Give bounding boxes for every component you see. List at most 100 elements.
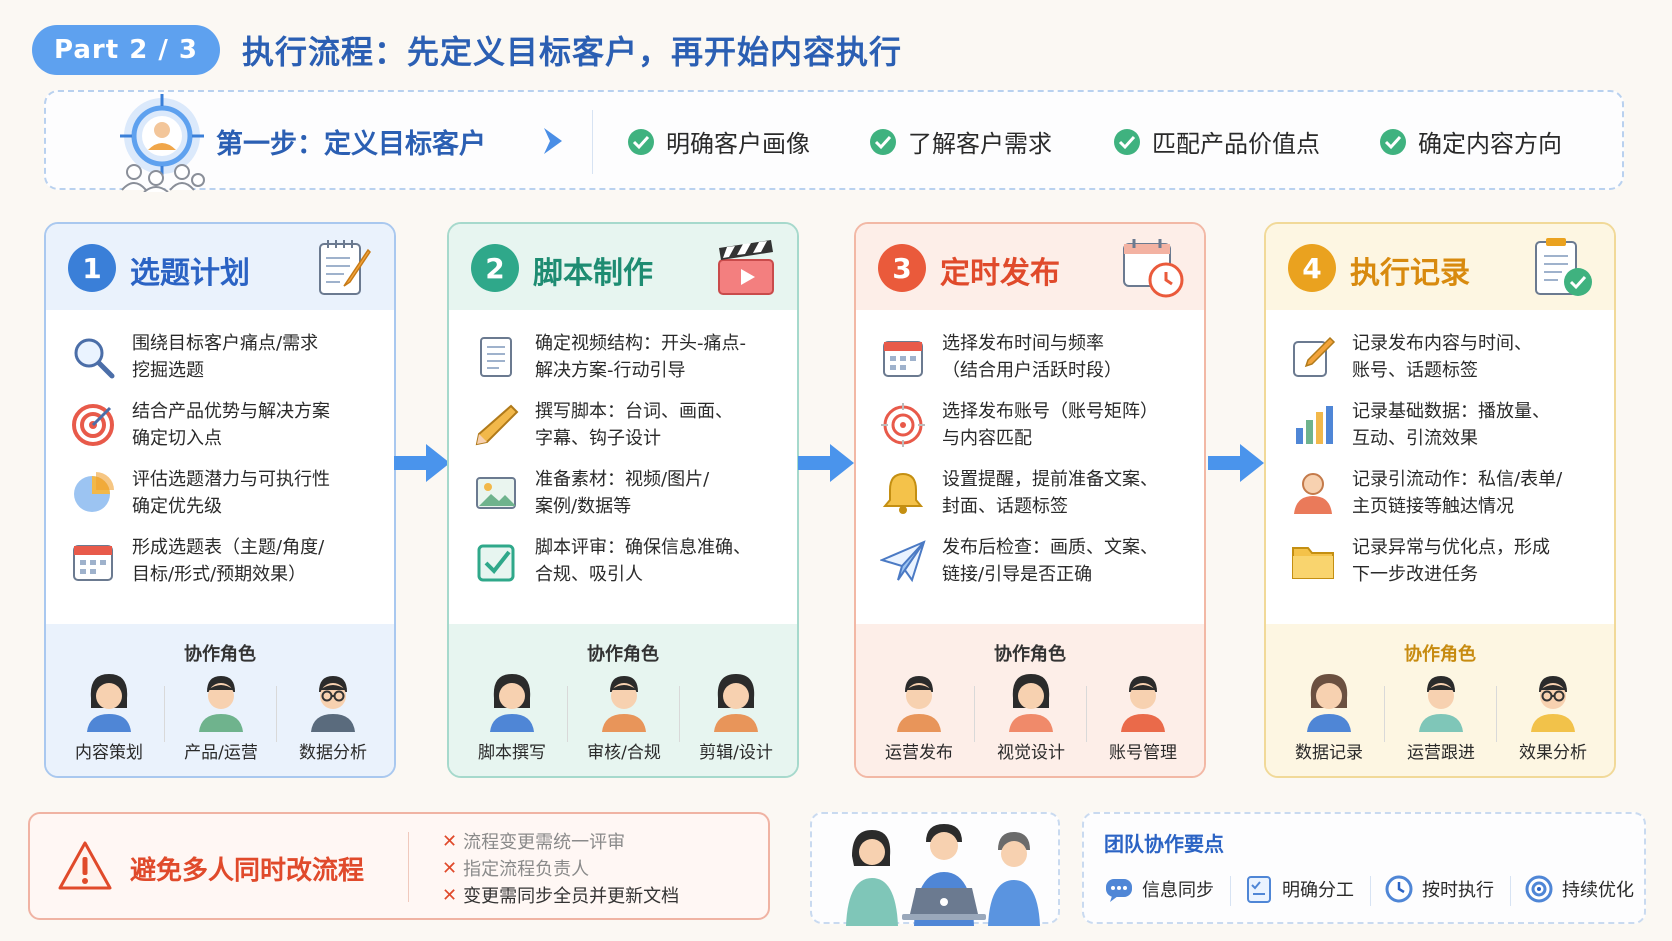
column-header: 4 执行记录	[1266, 224, 1614, 310]
column-execution-record: 4 执行记录 记录发布内容与时间、账号、话题标签 记录基础数据：播放量、互动、引…	[1264, 222, 1616, 778]
tip-label: 持续优化	[1562, 880, 1634, 901]
roles-title: 协作角色	[994, 644, 1066, 665]
image-icon	[476, 477, 516, 509]
calendar-icon	[883, 341, 923, 377]
target-icon	[881, 403, 925, 447]
role: 内容策划	[54, 668, 164, 776]
column-title: 执行记录	[1350, 256, 1470, 291]
check-circle-icon	[1380, 128, 1406, 155]
team-tips-panel: 团队协作要点 信息同步 明确分工 按时执行 持续优化	[1082, 812, 1646, 924]
task-line: 互动、引流效果	[1352, 428, 1478, 449]
column-header: 2 脚本制作	[449, 224, 797, 310]
task-line: 撰写脚本：台词、画面、	[535, 401, 733, 422]
task-item: 形成选题表（主题/角度/目标/形式/预期效果）	[70, 534, 390, 596]
task-line: 选择发布账号（账号矩阵）	[942, 401, 1158, 422]
task-item: 记录异常与优化点，形成下一步改进任务	[1290, 534, 1610, 596]
check-item: 匹配产品价值点	[1112, 124, 1320, 159]
task-list: 确定视频结构：开头-痛点-解决方案-行动引导 撰写脚本：台词、画面、字幕、钩子设…	[449, 310, 797, 624]
check-item: 明确客户画像	[626, 124, 810, 159]
roles-title: 协作角色	[184, 644, 256, 665]
role: 数据记录	[1274, 668, 1384, 776]
task-item: 设置提醒，提前准备文案、封面、话题标签	[880, 466, 1200, 528]
arrow-right-icon	[1208, 444, 1264, 482]
woman-avatar-icon	[714, 674, 758, 732]
man-avatar-icon	[199, 676, 243, 732]
step1-title: 第一步：定义目标客户	[216, 129, 486, 160]
task-line: 记录基础数据：播放量、	[1352, 401, 1550, 422]
task-line: 结合产品优势与解决方案	[132, 401, 330, 422]
tips-title: 团队协作要点	[1104, 832, 1224, 856]
task-line: 形成选题表（主题/角度/	[132, 537, 325, 558]
divider	[276, 686, 277, 742]
role: 账号管理	[1088, 668, 1198, 776]
check-item: 了解客户需求	[868, 124, 1052, 159]
tip-label: 按时执行	[1422, 880, 1494, 901]
checkbox-icon	[477, 544, 515, 582]
tip-label: 信息同步	[1142, 880, 1214, 901]
task-line: 确定切入点	[132, 428, 222, 449]
task-line: 确定视频结构：开头-痛点-	[535, 333, 746, 354]
role-label: 产品/运营	[184, 743, 258, 763]
task-line: 主页链接等触达情况	[1352, 496, 1514, 517]
task-line: 设置提醒，提前准备文案、	[942, 469, 1158, 490]
warning-item: ✕流程变更需统一评审	[442, 828, 625, 854]
task-line: 准备素材：视频/图片/	[535, 469, 710, 490]
step-number: 4	[1288, 244, 1336, 292]
role: 数据分析	[278, 668, 388, 776]
column-header: 3 定时发布	[856, 224, 1204, 310]
clapperboard-icon	[718, 240, 774, 295]
task-line: 选择发布时间与频率	[942, 333, 1104, 354]
task-line: 围绕目标客户痛点/需求	[132, 333, 319, 354]
bar-chart-icon	[1296, 406, 1333, 444]
man-avatar-icon	[897, 676, 941, 732]
calendar-clock-icon	[1123, 239, 1184, 298]
divider	[164, 686, 165, 742]
header: Part 2 / 3 执行流程：先定义目标客户，再开始内容执行	[32, 24, 902, 76]
pencil-icon	[475, 404, 519, 446]
magnifier-icon	[74, 338, 115, 379]
roles-panel: 协作角色 运营发布 视觉设计 账号管理	[856, 624, 1204, 776]
edit-icon	[1293, 336, 1336, 377]
task-line: 与内容匹配	[942, 428, 1032, 449]
role-label: 运营跟进	[1407, 743, 1475, 763]
cross-icon: ✕	[442, 884, 458, 906]
divider	[1086, 686, 1087, 742]
team-illustration-box	[810, 812, 1060, 926]
task-line: 字幕、钩子设计	[535, 428, 661, 449]
tip-label: 明确分工	[1282, 880, 1354, 901]
tip-item: 明确分工	[1244, 874, 1354, 904]
divider	[679, 686, 680, 742]
task-line: 确定优先级	[132, 496, 222, 517]
man-avatar-icon	[1419, 676, 1463, 732]
arrow-right-icon	[798, 444, 854, 482]
column-title: 脚本制作	[533, 256, 653, 291]
task-line: （结合用户活跃时段）	[942, 360, 1122, 381]
divider	[1510, 876, 1511, 906]
target-icon	[72, 404, 114, 446]
task-item: 发布后检查：画质、文案、链接/引导是否正确	[880, 534, 1200, 596]
roles-panel: 协作角色 数据记录 运营跟进 效果分析	[1266, 624, 1614, 776]
arrow-right-icon	[394, 444, 450, 482]
role-label: 视觉设计	[997, 743, 1065, 763]
divider	[567, 686, 568, 742]
task-line: 记录异常与优化点，形成	[1352, 537, 1550, 558]
page-title: 执行流程：先定义目标客户，再开始内容执行	[242, 33, 903, 71]
roles-panel: 协作角色 脚本撰写 审核/合规 剪辑/设计	[449, 624, 797, 776]
woman-avatar-icon	[87, 674, 131, 732]
clock-icon	[1385, 875, 1413, 903]
role-label: 数据分析	[299, 743, 367, 763]
task-line: 记录引流动作：私信/表单/	[1352, 469, 1563, 490]
task-line: 脚本评审：确保信息准确、	[535, 537, 751, 558]
task-line: 下一步改进任务	[1352, 564, 1478, 585]
divider	[1230, 876, 1231, 906]
task-list: 选择发布时间与频率 （结合用户活跃时段） 选择发布账号（账号矩阵） 与内容匹配 设置…	[856, 310, 1204, 624]
check-circle-icon	[1114, 128, 1140, 155]
task-item: 围绕目标客户痛点/需求挖掘选题	[70, 330, 390, 392]
pie-chart-icon	[74, 472, 114, 512]
step-number: 2	[471, 244, 519, 292]
tip-item: 信息同步	[1104, 874, 1214, 904]
warning-icon	[58, 841, 112, 890]
role: 审核/合规	[569, 668, 679, 776]
step1-banner: 第一步：定义目标客户 明确客户画像 了解客户需求 匹配产品价值点 确定内容方向	[44, 90, 1624, 192]
task-item: 记录基础数据：播放量、互动、引流效果	[1290, 398, 1610, 460]
